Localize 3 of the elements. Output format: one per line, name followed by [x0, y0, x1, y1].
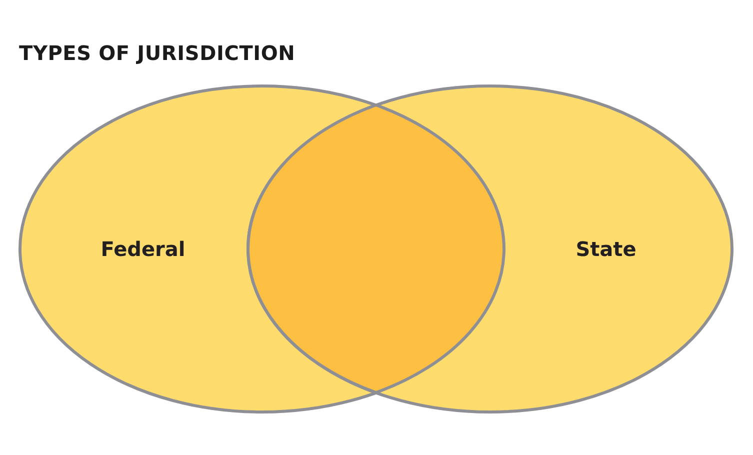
- set-label: Federal: [100, 237, 186, 261]
- set-label: State: [576, 237, 636, 261]
- diagram-title: TYPES OF JURISDICTION: [19, 41, 296, 65]
